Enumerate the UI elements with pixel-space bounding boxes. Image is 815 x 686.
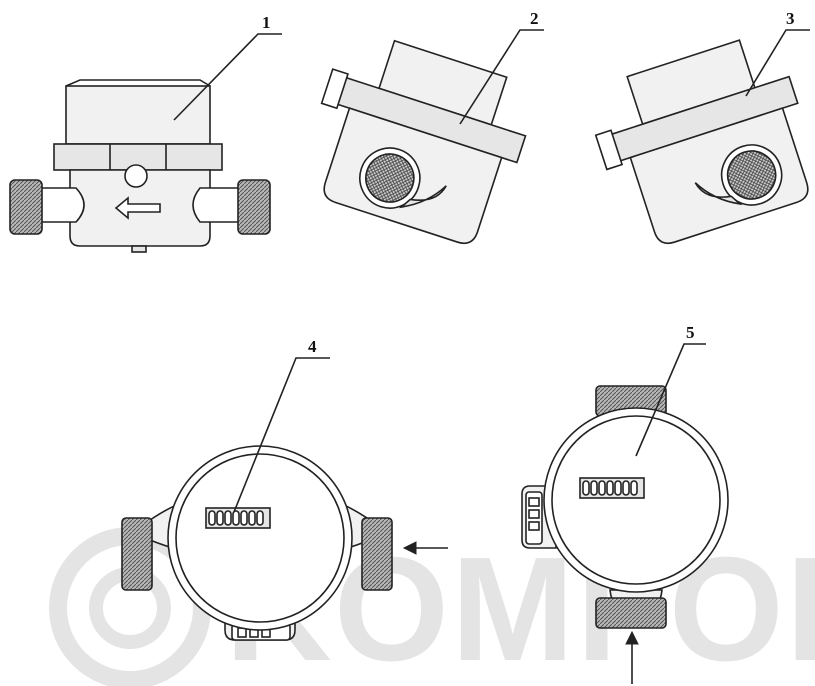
meter-5-odometer-digits <box>582 480 638 496</box>
meter-5-dial-face <box>551 415 721 585</box>
meter-side-view <box>9 79 271 253</box>
callout-2: 2 <box>459 9 544 125</box>
inflow-arrow-up-icon <box>625 630 639 684</box>
komfort-watermark-logo: KOMFORT <box>49 527 815 686</box>
callout-2-label: 2 <box>530 9 539 28</box>
callout-4-label: 4 <box>308 337 317 356</box>
meter-4-odometer-digits <box>208 510 264 526</box>
inflow-arrow-left-icon <box>402 541 448 555</box>
meter-4-right-thread <box>361 517 393 591</box>
callout-1: 1 <box>173 13 282 121</box>
flow-arrow-icon <box>114 196 161 220</box>
meter-1-left-thread <box>9 179 43 235</box>
meter-1-register-housing <box>65 85 211 145</box>
meter-4-left-thread <box>121 517 153 591</box>
meter-top-view-vertical <box>521 385 729 684</box>
callout-5: 5 <box>635 323 706 457</box>
meter-tilted-view-left <box>320 39 527 245</box>
meter-3-strainer-mesh <box>726 150 777 200</box>
meter-2-strainer-mesh <box>365 153 415 203</box>
meter-1-plug <box>124 164 148 188</box>
callout-1-label: 1 <box>262 13 271 32</box>
meter-1-right-thread <box>237 179 271 235</box>
meter-tilted-view-right <box>594 39 809 245</box>
callout-3-label: 3 <box>786 9 795 28</box>
meter-top-view-horizontal <box>121 445 448 641</box>
meter-5-bottom-thread <box>595 597 667 629</box>
callout-3: 3 <box>745 9 810 97</box>
callout-4: 4 <box>233 337 330 513</box>
callout-5-label: 5 <box>686 323 695 342</box>
meter-4-dial-face <box>175 453 345 623</box>
